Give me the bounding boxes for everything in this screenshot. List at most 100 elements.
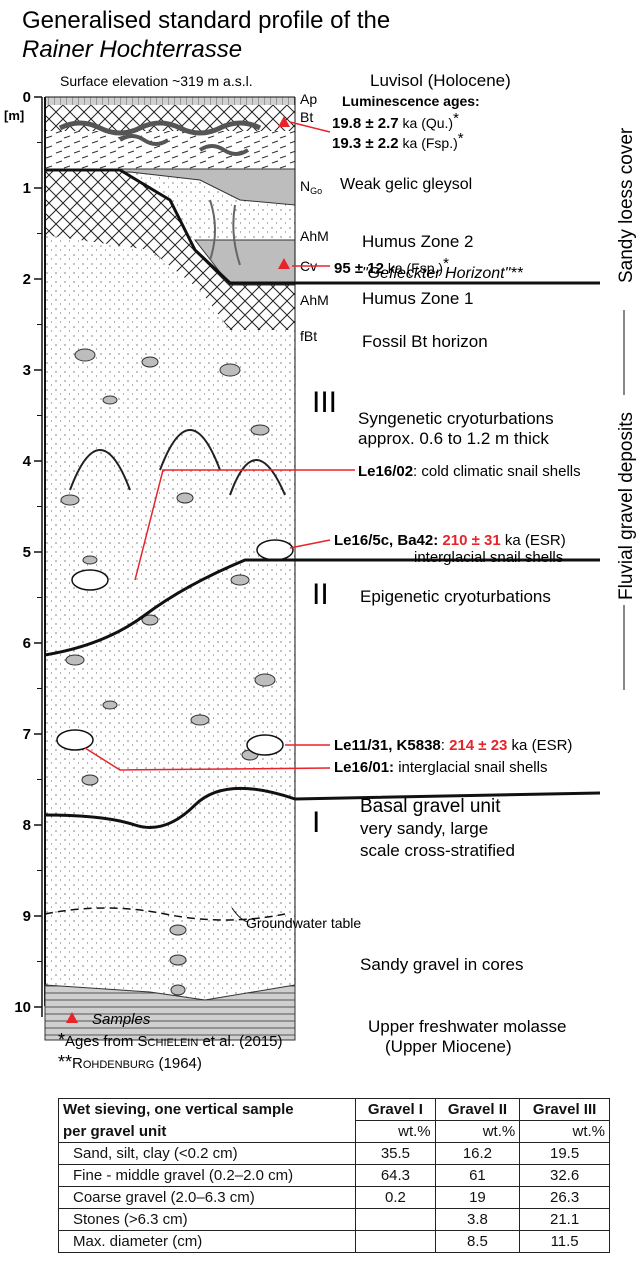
- interglacial-shells-label: interglacial snail shells: [414, 549, 563, 566]
- sample-marker-icon: [278, 116, 290, 127]
- legend-rohdenburg: **Rohdenburg (1964): [58, 1052, 202, 1072]
- molasse-label-2: (Upper Miocene): [385, 1037, 512, 1056]
- sandy-gravel-label: Sandy gravel in cores: [360, 955, 523, 974]
- unit-cell: wt.%: [519, 1120, 610, 1143]
- horizon-ngo: NGo: [300, 178, 322, 196]
- legend-ages: *Ages from Schielein et al. (2015): [58, 1030, 283, 1050]
- horizon-ahm-2: AhM: [300, 228, 329, 244]
- horizon-ahm-1: AhM: [300, 292, 329, 308]
- depth-tick-label: 6: [23, 635, 31, 652]
- cell: 61: [434, 1164, 521, 1187]
- humus-zone-2-label: Humus Zone 2: [362, 232, 474, 251]
- depth-tick-label: 7: [23, 726, 31, 743]
- sample-le16-01: Le16/01: interglacial snail shells: [334, 759, 547, 776]
- sample-le16-5c: Le16/5c, Ba42: 210 ± 31 ka (ESR): [334, 532, 566, 549]
- loess-cover-side-label: Sandy loess cover: [616, 127, 637, 283]
- cell: [355, 1230, 436, 1253]
- cell: 19.5: [519, 1142, 610, 1165]
- row-label: Fine - middle gravel (0.2–2.0 cm): [57, 1164, 357, 1187]
- unit-3-numeral: III: [312, 386, 337, 419]
- table-row: Max. diameter (cm) 8.5 11.5: [57, 1230, 610, 1253]
- row-label: Stones (>6.3 cm): [57, 1208, 357, 1231]
- snail-shell-icon: [246, 734, 284, 756]
- cell: 64.3: [355, 1164, 436, 1187]
- surface-elevation: Surface elevation ~319 m a.s.l.: [60, 73, 253, 89]
- syngenetic-label-1: Syngenetic cryoturbations: [358, 409, 554, 428]
- paleosol-crosshatch: [45, 170, 295, 330]
- sample-le16-02: Le16/02: cold climatic snail shells: [358, 463, 581, 480]
- cell: 8.5: [434, 1230, 521, 1253]
- depth-tick-label: 3: [23, 362, 31, 379]
- depth-tick-label: 1: [23, 180, 31, 197]
- table-row: Coarse gravel (2.0–6.3 cm) 0.2 19 26.3: [57, 1186, 610, 1209]
- leader-lines: [84, 121, 355, 771]
- age-1: 19.8 ± 2.7 ka (Qu.)*: [332, 110, 459, 132]
- basal-label-1: Basal gravel unit: [360, 796, 501, 817]
- table-row: Stones (>6.3 cm) 3.8 21.1: [57, 1208, 610, 1231]
- groundwater-line: [44, 907, 286, 921]
- row-label: Sand, silt, clay (<0.2 cm): [57, 1142, 357, 1165]
- horizon-bt: Bt: [300, 109, 313, 125]
- title-line-2: Rainer Hochterrasse: [22, 36, 242, 63]
- depth-axis: [m] 0 1 2 3 4 5 6 7 8 9 10: [4, 89, 43, 1017]
- basal-label-2: very sandy, large: [360, 819, 488, 838]
- groundwater-label: Groundwater table: [246, 915, 361, 931]
- unit-1-numeral: I: [312, 806, 320, 839]
- horizon-fbt: fBt: [300, 328, 317, 344]
- depth-tick-label: 2: [23, 271, 31, 288]
- unit-2-3-boundary: [44, 558, 600, 657]
- luvisol-label: Luvisol (Holocene): [370, 71, 511, 90]
- loess-layer: [45, 131, 295, 169]
- depth-tick-label: 10: [14, 999, 31, 1016]
- legend-sample-icon: [66, 1012, 78, 1023]
- horizon-labels: Ap Bt NGo AhM Cv AhM fBt: [300, 91, 329, 344]
- row-label: Coarse gravel (2.0–6.3 cm): [57, 1186, 357, 1209]
- table-row: Sand, silt, clay (<0.2 cm) 35.5 16.2 19.…: [57, 1142, 610, 1165]
- fossil-bt-label: Fossil Bt horizon: [362, 332, 488, 351]
- row-label: Max. diameter (cm): [57, 1230, 357, 1253]
- title-line-1: Generalised standard profile of the: [22, 7, 390, 34]
- snail-shell-icon: [256, 539, 294, 561]
- table-row: Fine - middle gravel (0.2–2.0 cm) 64.3 6…: [57, 1164, 610, 1187]
- profile-column: [44, 97, 601, 1007]
- col-gravel-1: Gravel I: [355, 1098, 436, 1121]
- col-gravel-3: Gravel III: [519, 1098, 610, 1121]
- epigenetic-label: Epigenetic cryoturbations: [360, 587, 551, 606]
- age-3: 95 ± 12 ka (Fsp.)*: [334, 255, 449, 277]
- cell: 21.1: [519, 1208, 610, 1231]
- unit-cell: wt.%: [434, 1120, 521, 1143]
- molasse-label-1: Upper freshwater molasse: [368, 1017, 566, 1036]
- humus-zone-1-label: Humus Zone 1: [362, 289, 474, 308]
- depth-tick-label: 0: [23, 89, 31, 106]
- fluvial-side-label: Fluvial gravel deposits: [616, 412, 637, 600]
- basal-label-3: scale cross-stratified: [360, 841, 515, 860]
- molasse-layer: [44, 984, 296, 1041]
- cell: 26.3: [519, 1186, 610, 1209]
- snail-shell-icon: [56, 729, 94, 751]
- snail-shell-icon: [71, 569, 109, 591]
- unit-1-2-boundary: [44, 786, 601, 829]
- age-2: 19.3 ± 2.2 ka (Fsp.)*: [332, 130, 464, 152]
- cell: 3.8: [434, 1208, 521, 1231]
- legend-samples: Samples: [92, 1011, 151, 1028]
- sample-le11-31: Le11/31, K5838: 214 ± 23 ka (ESR): [334, 737, 572, 754]
- unit-cell: wt.%: [355, 1120, 436, 1143]
- table-header-1: Wet sieving, one vertical sample: [57, 1098, 357, 1121]
- depth-tick-label: 8: [23, 817, 31, 834]
- table-header-2: per gravel unit: [57, 1120, 357, 1143]
- cell: [355, 1208, 436, 1231]
- profile-figure: Generalised standard profile of the Rain…: [4, 7, 637, 1072]
- syngenetic-label-2: approx. 0.6 to 1.2 m thick: [358, 429, 549, 448]
- depth-axis-unit: [m]: [4, 108, 24, 123]
- depth-tick-label: 5: [23, 544, 31, 561]
- depth-tick-label: 9: [23, 908, 31, 925]
- ap-layer: [45, 97, 295, 105]
- gefleckter-label: "Gefleckter Horizont"**: [362, 265, 524, 282]
- col-gravel-2: Gravel II: [434, 1098, 521, 1121]
- cell: 35.5: [355, 1142, 436, 1165]
- depth-tick-label: 4: [23, 453, 32, 470]
- cell: 32.6: [519, 1164, 610, 1187]
- cell: 16.2: [434, 1142, 521, 1165]
- cell: 19: [434, 1186, 521, 1209]
- wet-sieving-table: Wet sieving, one vertical sample Gravel …: [57, 1098, 610, 1253]
